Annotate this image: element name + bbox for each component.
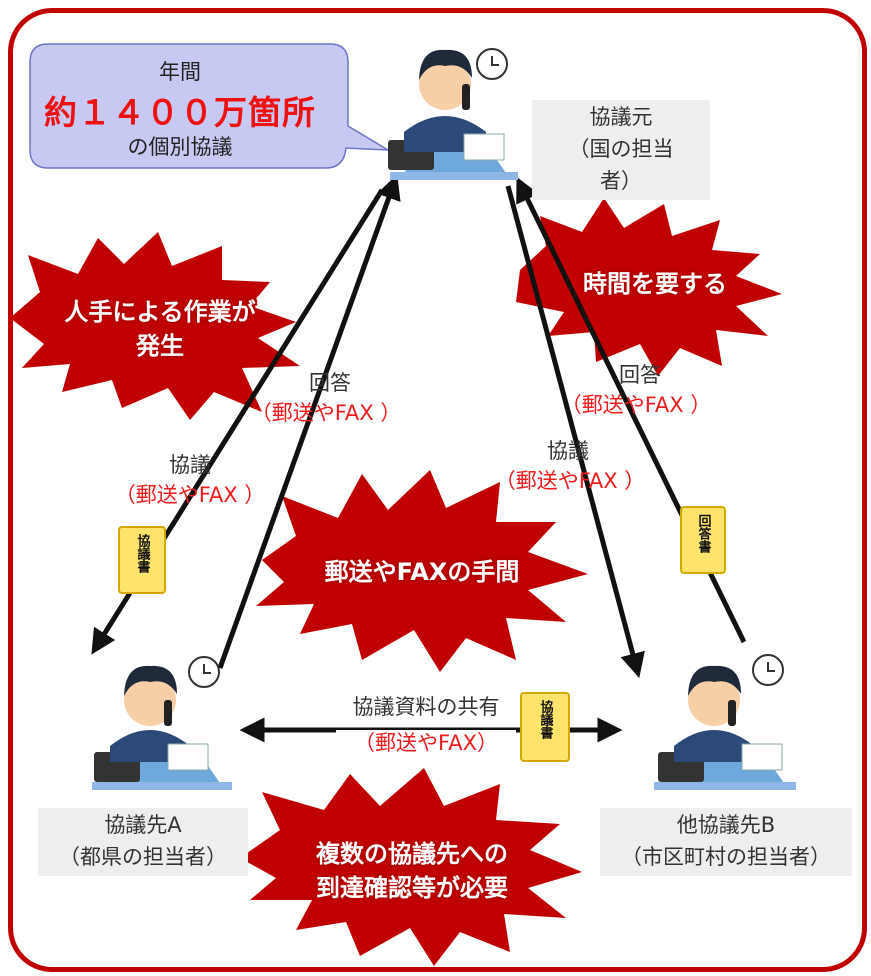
- share-document-icon: 協議書: [520, 692, 570, 762]
- callout-description: の個別協議: [127, 135, 233, 159]
- arrow-consult-to-b: [505, 185, 645, 679]
- reply-document-label: 回答書: [695, 514, 711, 553]
- b-consult-method: （郵送やFAX ）: [494, 469, 646, 493]
- a-consult-method: （郵送やFAX ）: [114, 483, 266, 507]
- b-consult-label: 協議: [547, 439, 589, 463]
- outer-frame: [8, 8, 867, 972]
- origin-label-box: [532, 100, 710, 200]
- consult-document-icon: 協議書: [118, 526, 166, 594]
- party-a-label-line2: （都県の担当者）: [59, 845, 227, 869]
- burst-manual-line1: 人手による作業が: [64, 298, 256, 326]
- burst-confirmation: [240, 768, 582, 966]
- b-reply-label: 回答: [619, 363, 661, 387]
- burst-manual-work: [10, 232, 300, 420]
- party-a-label-box: [38, 808, 248, 876]
- callout-year-label: 年間: [159, 60, 201, 84]
- a-reply-method: （郵送やFAX ）: [250, 401, 402, 425]
- party-a-label-line1: 協議先A: [104, 813, 182, 837]
- share-label: 協議資料の共有: [328, 694, 524, 720]
- burst-mail-text: 郵送やFAXの手間: [324, 558, 520, 586]
- origin-label-line2: （国の担当: [568, 137, 674, 161]
- a-reply-label: 回答: [309, 371, 351, 395]
- burst-confirm-line2: 到達確認等が必要: [316, 874, 508, 902]
- arrow-reply-from-a: [217, 174, 401, 669]
- origin-label-line3: 者）: [600, 169, 642, 193]
- callout-bubble: [29, 43, 389, 169]
- party-b-label-line2: （市区町村の担当者）: [621, 845, 831, 869]
- reply-document-icon: 回答書: [680, 506, 726, 574]
- party-b-label-box: [600, 808, 852, 876]
- official-person-icon-a: [92, 656, 232, 790]
- burst-confirm-line1: 複数の協議先への: [316, 840, 508, 868]
- callout-count: 約１４００万箇所: [44, 93, 316, 132]
- official-person-icon-top: [388, 48, 518, 180]
- burst-time-text: 時間を要する: [583, 270, 727, 298]
- share-method: （郵送やFAX）: [336, 730, 516, 756]
- a-consult-label: 協議: [169, 453, 211, 477]
- b-reply-method: （郵送やFAX ）: [560, 393, 712, 417]
- burst-manual-line2: 発生: [136, 332, 184, 360]
- share-document-label: 協議書: [537, 700, 553, 739]
- official-person-icon-b: [654, 654, 796, 790]
- origin-label-line1: 協議元: [589, 105, 653, 129]
- burst-time: [516, 198, 782, 376]
- party-b-label-line1: 他協議先B: [676, 813, 776, 837]
- consult-document-label: 協議書: [134, 534, 150, 573]
- burst-mail-effort: [256, 470, 588, 672]
